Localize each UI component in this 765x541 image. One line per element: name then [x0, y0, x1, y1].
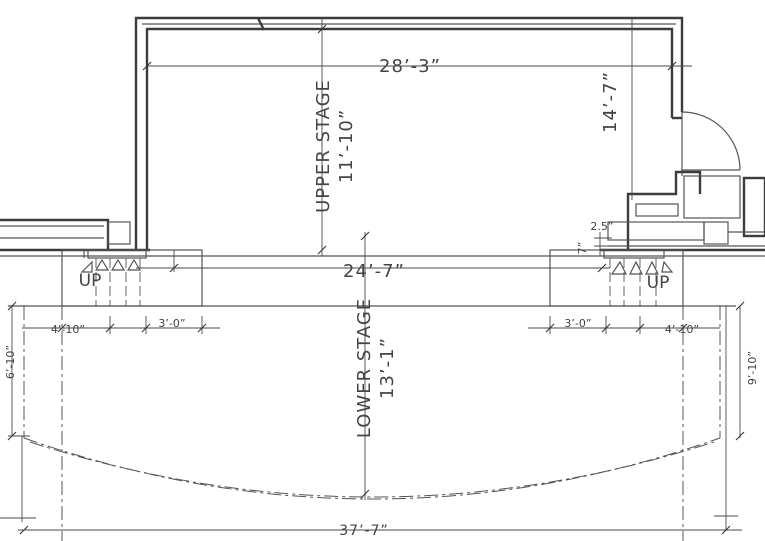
right-stair: [603, 249, 674, 306]
left-stair: [80, 249, 147, 306]
lower-stage-width-label: 24’-7”: [343, 261, 405, 282]
right-offset-dim-label: 4’-10”: [665, 323, 699, 336]
upper-stage-depth-label: 11’-10”: [336, 109, 357, 183]
left-side-dim-label: 6’-10”: [4, 345, 17, 379]
dimension-lines: [0, 18, 745, 535]
overall-width-label: 37’-7”: [339, 523, 388, 539]
step-a-dim-label: 2.5”: [590, 220, 613, 233]
left-wing-wall: [0, 218, 150, 252]
lower-stage-name-label: LOWER STAGE: [354, 298, 375, 438]
upper-stage-walls: [134, 16, 684, 250]
right-stair-dim-label: 3’-0”: [564, 317, 591, 330]
step-b-dim-label: 7”: [576, 242, 589, 255]
left-offset-dim-label: 4’-10”: [51, 323, 85, 336]
right-wing-wall: [600, 170, 765, 252]
lower-stage-depth-label: 13’-1”: [377, 337, 398, 399]
upper-stage-name-label: UPPER STAGE: [313, 79, 334, 213]
door-swing: [672, 111, 741, 176]
left-stair-dim-label: 3’-0”: [158, 317, 185, 330]
right-side-dim-label: 9’-10”: [746, 351, 759, 385]
right-stair-up-label: UP: [647, 273, 670, 293]
lower-stage-outline: [8, 249, 736, 541]
upper-stage-side-depth-label: 14’-7”: [600, 71, 621, 133]
upper-stage-width-label: 28’-3”: [379, 56, 441, 77]
left-stair-up-label: UP: [79, 271, 102, 291]
stage-edge: [0, 250, 765, 258]
